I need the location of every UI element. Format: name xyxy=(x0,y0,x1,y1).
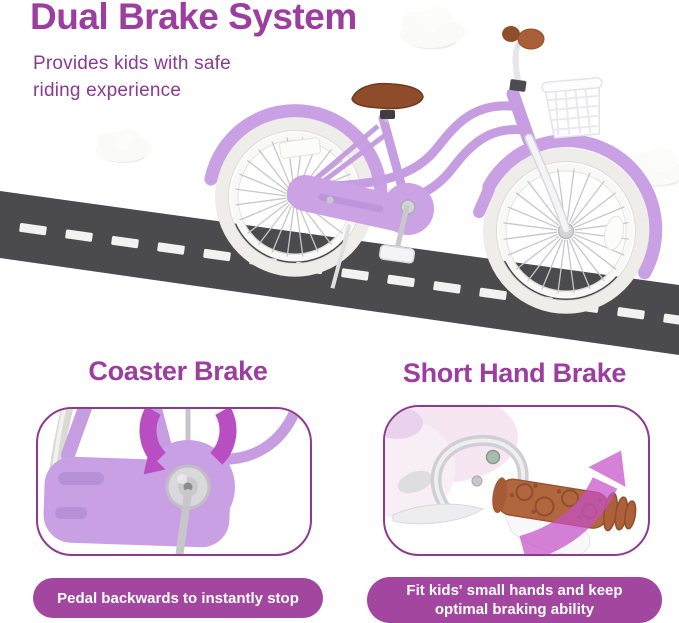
cloud-icon xyxy=(96,128,152,163)
front-wheel xyxy=(483,148,649,314)
front-fender xyxy=(482,134,663,280)
subtitle-line-1: Provides kids with safe xyxy=(33,53,231,74)
saddle xyxy=(351,82,424,123)
crank-and-pedal xyxy=(378,199,416,264)
coaster-brake-closeup-illustration xyxy=(43,409,302,554)
hand-brake-closeup-illustration xyxy=(385,407,637,554)
kickstand xyxy=(326,224,351,294)
front-basket xyxy=(541,77,603,139)
squeeze-direction-arrow-icon xyxy=(519,450,626,554)
coaster-brake-heading: Coaster Brake xyxy=(88,356,268,386)
spoke-reflector xyxy=(604,215,624,251)
handlebar-grips xyxy=(502,26,545,50)
hand-brake-caption: Fit kids' small hands and keep optimal b… xyxy=(367,577,662,623)
page-title: Dual Brake System xyxy=(30,0,357,37)
cloud-icon xyxy=(400,6,466,50)
crank-hub xyxy=(165,464,211,554)
spoke-reflector xyxy=(278,137,322,159)
rear-fender xyxy=(204,104,388,216)
subtitle-line-2: riding experience xyxy=(33,80,182,101)
caption-text: Pedal backwards to instantly stop xyxy=(57,589,299,607)
caption-line-1: Fit kids' small hands and keep xyxy=(406,582,623,599)
coaster-brake-image xyxy=(36,407,312,556)
hand-brake-image xyxy=(383,405,650,556)
hand-brake-heading: Short Hand Brake xyxy=(402,358,627,388)
caption-line-2: optimal braking ability xyxy=(434,601,595,618)
bike-illustration xyxy=(204,26,663,314)
coaster-brake-caption: Pedal backwards to instantly stop xyxy=(33,578,323,618)
front-mudflap xyxy=(473,183,495,218)
hero-scene-illustration xyxy=(0,6,679,355)
rotate-backward-arrow-icon xyxy=(139,409,237,475)
page-subtitle: Provides kids with safe riding experienc… xyxy=(33,50,231,104)
